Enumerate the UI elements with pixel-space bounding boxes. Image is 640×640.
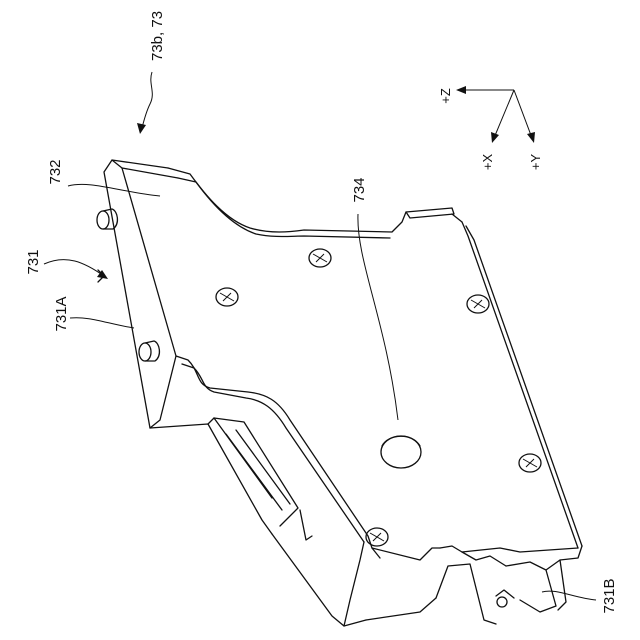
axis-y-label: +Y (528, 154, 543, 171)
view-arrow (137, 72, 152, 134)
leader-lines (44, 184, 596, 600)
label-731: 731 (25, 249, 42, 274)
screw-2 (216, 288, 238, 306)
pin-lower (139, 341, 159, 361)
pin-upper (97, 209, 117, 229)
screw-1 (309, 249, 331, 267)
label-731B: 731B (601, 578, 618, 613)
bracket-drawing (97, 160, 582, 626)
axis-triad: +Z +X +Y (438, 86, 543, 170)
label-734: 734 (351, 177, 368, 202)
hole-734 (381, 436, 421, 468)
axis-x-label: +X (480, 154, 495, 171)
screw-5 (366, 528, 388, 546)
label-view-ref: 73b, 73 (149, 11, 166, 61)
screw-3 (467, 295, 489, 313)
axis-z-label: +Z (438, 88, 453, 104)
label-732: 732 (47, 159, 64, 184)
label-731A: 731A (53, 296, 70, 331)
screw-4 (519, 454, 541, 472)
